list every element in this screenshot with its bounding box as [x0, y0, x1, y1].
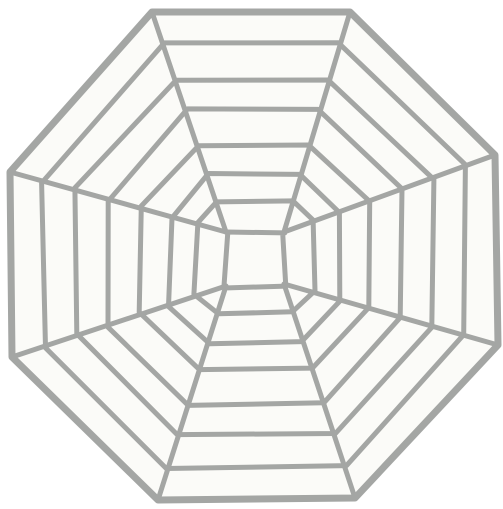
spider-web-illustration [0, 0, 503, 509]
spider-web-icon [0, 0, 503, 509]
